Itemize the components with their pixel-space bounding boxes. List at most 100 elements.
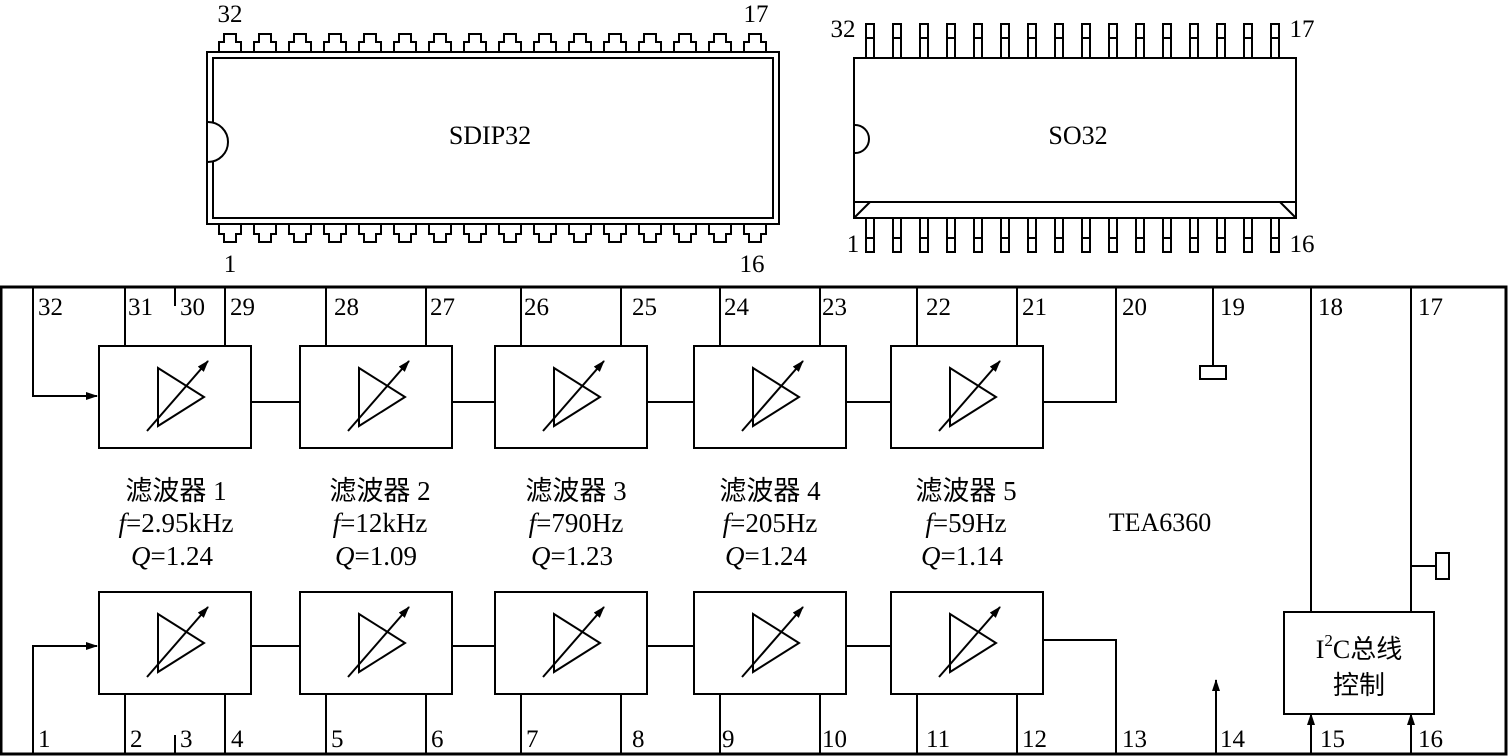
- sdip32-top-pin: [428, 33, 452, 52]
- top-pin-label: 28: [334, 294, 359, 321]
- sdip32-bottom-pin: [358, 224, 382, 243]
- variable-gain-arrow-icon: [347, 360, 410, 432]
- variable-gain-arrow-icon: [146, 606, 209, 678]
- so32-bevel-left: [853, 201, 871, 219]
- filter-name: 滤波器 3: [525, 476, 626, 506]
- q-value: =1.24: [745, 541, 808, 571]
- so32-top-pin: [1081, 23, 1091, 59]
- amplifier-triangle-icon: [949, 366, 998, 428]
- q-value: =1.14: [941, 541, 1004, 571]
- sdip32-bottom-pin: [218, 224, 242, 243]
- sdip32-bottom-pin: [253, 224, 277, 243]
- top-pin-label: 27: [430, 294, 455, 321]
- so32-bottom-pin: [1027, 217, 1037, 253]
- sdip32-bottom-pin: [568, 224, 592, 243]
- variable-gain-arrow-icon: [938, 360, 1001, 432]
- sdip32-bottom-pin: [498, 224, 522, 243]
- top-filter-box: [890, 345, 1044, 449]
- frequency-symbol: f: [119, 508, 130, 538]
- sdip32-top-pin: [323, 33, 347, 52]
- so32-bottom-pin: [1162, 217, 1172, 253]
- bottom-pin-label: 16: [1418, 726, 1443, 753]
- amplifier-triangle-icon: [157, 612, 206, 674]
- pin32-input-arrow: [32, 287, 98, 400]
- bottom-pin-label: 13: [1122, 726, 1147, 753]
- filter-frequency: f=2.95kHz: [119, 508, 234, 538]
- so32-bottom-pin: [892, 217, 902, 253]
- bottom-pin-label: 7: [526, 726, 539, 753]
- so32-top-pin: [1189, 23, 1199, 59]
- frequency-symbol: f: [333, 508, 344, 538]
- sdip32-bottom-pin: [533, 224, 557, 243]
- sdip32-pins: [218, 33, 767, 243]
- so32-top-pin: [919, 23, 929, 59]
- i2c-c-bus: C总线: [1333, 635, 1402, 664]
- filter-q: Q=1.14: [921, 541, 1003, 571]
- amplifier-triangle-icon: [949, 612, 998, 674]
- amplifier-triangle-icon: [553, 366, 602, 428]
- bottom-pin-label: 6: [431, 726, 444, 753]
- bottom-pin-label: 10: [822, 726, 847, 753]
- wires: [124, 287, 1018, 754]
- frequency-value: =790Hz: [536, 508, 623, 538]
- so32-top-pin: [1135, 23, 1145, 59]
- variable-gain-arrow-icon: [542, 360, 605, 432]
- amplifier-triangle-icon: [752, 612, 801, 674]
- sdip32-top-pin: [498, 33, 522, 52]
- sdip32-bottom-pin: [428, 224, 452, 243]
- filter-frequency: f=790Hz: [529, 508, 624, 538]
- pin19-terminal: [1199, 365, 1227, 380]
- so32-bevel-right: [1279, 201, 1297, 219]
- chip-name: TEA6360: [1109, 508, 1212, 537]
- top-pin-label: 20: [1122, 294, 1147, 321]
- sdip32-bottom-pin: [393, 224, 417, 243]
- so32-top-pin: [1270, 23, 1280, 59]
- variable-gain-arrow-icon: [741, 360, 804, 432]
- filter-name: 滤波器 2: [329, 476, 430, 506]
- sdip32-pin-top-left: 32: [218, 1, 243, 28]
- bottom-pin-label: 15: [1320, 726, 1345, 753]
- so32-top-pin: [1000, 23, 1010, 59]
- sdip32-top-pin: [253, 33, 277, 52]
- bottom-pin-label: 4: [231, 726, 244, 753]
- filter-frequency: f=59Hz: [925, 508, 1006, 538]
- sdip32-top-pin: [463, 33, 487, 52]
- so32-bottom-pin: [1216, 217, 1226, 253]
- filter-q: Q=1.24: [725, 541, 807, 571]
- bottom-filter-box: [693, 591, 847, 695]
- sdip32-top-pin: [393, 33, 417, 52]
- so32-package: SO32 32 17 1 16: [831, 16, 1315, 258]
- filter-frequency: f=205Hz: [723, 508, 818, 538]
- sdip32-bottom-pin: [743, 224, 767, 243]
- so32-bottom-pin: [865, 217, 875, 253]
- so32-top-pin: [1243, 23, 1253, 59]
- top-pin-label: 29: [230, 294, 255, 321]
- bottom-pin-label: 9: [722, 726, 735, 753]
- so32-top-pin: [1162, 23, 1172, 59]
- sdip32-bottom-pin: [463, 224, 487, 243]
- filter-q: Q=1.09: [335, 541, 417, 571]
- filter-name: 滤波器 4: [719, 476, 821, 506]
- chip-outline: [0, 285, 1508, 756]
- sdip32-pin-bottom-right: 16: [740, 251, 765, 278]
- sdip32-top-pin: [603, 33, 627, 52]
- so32-top-pin: [1027, 23, 1037, 59]
- q-value: =1.24: [151, 541, 214, 571]
- bottom-pin-label: 1: [38, 726, 51, 753]
- filter-frequency: f=12kHz: [333, 508, 428, 538]
- sdip32-top-pin: [708, 33, 732, 52]
- sdip32-pin-bottom-left: 1: [224, 251, 237, 278]
- amplifier-triangle-icon: [358, 612, 407, 674]
- top-filter-box: [494, 345, 648, 449]
- so32-bottom-pin: [1054, 217, 1064, 253]
- variable-gain-arrow-icon: [741, 606, 804, 678]
- so32-notch: [854, 124, 870, 154]
- sdip32-top-pin: [358, 33, 382, 52]
- sdip32-top-pin: [533, 33, 557, 52]
- bottom-pin-label: 3: [180, 726, 193, 753]
- sdip32-package: SDIP32 32 17 1 16: [206, 1, 780, 278]
- i2c-i: I: [1316, 635, 1325, 664]
- so32-top-pin: [1108, 23, 1118, 59]
